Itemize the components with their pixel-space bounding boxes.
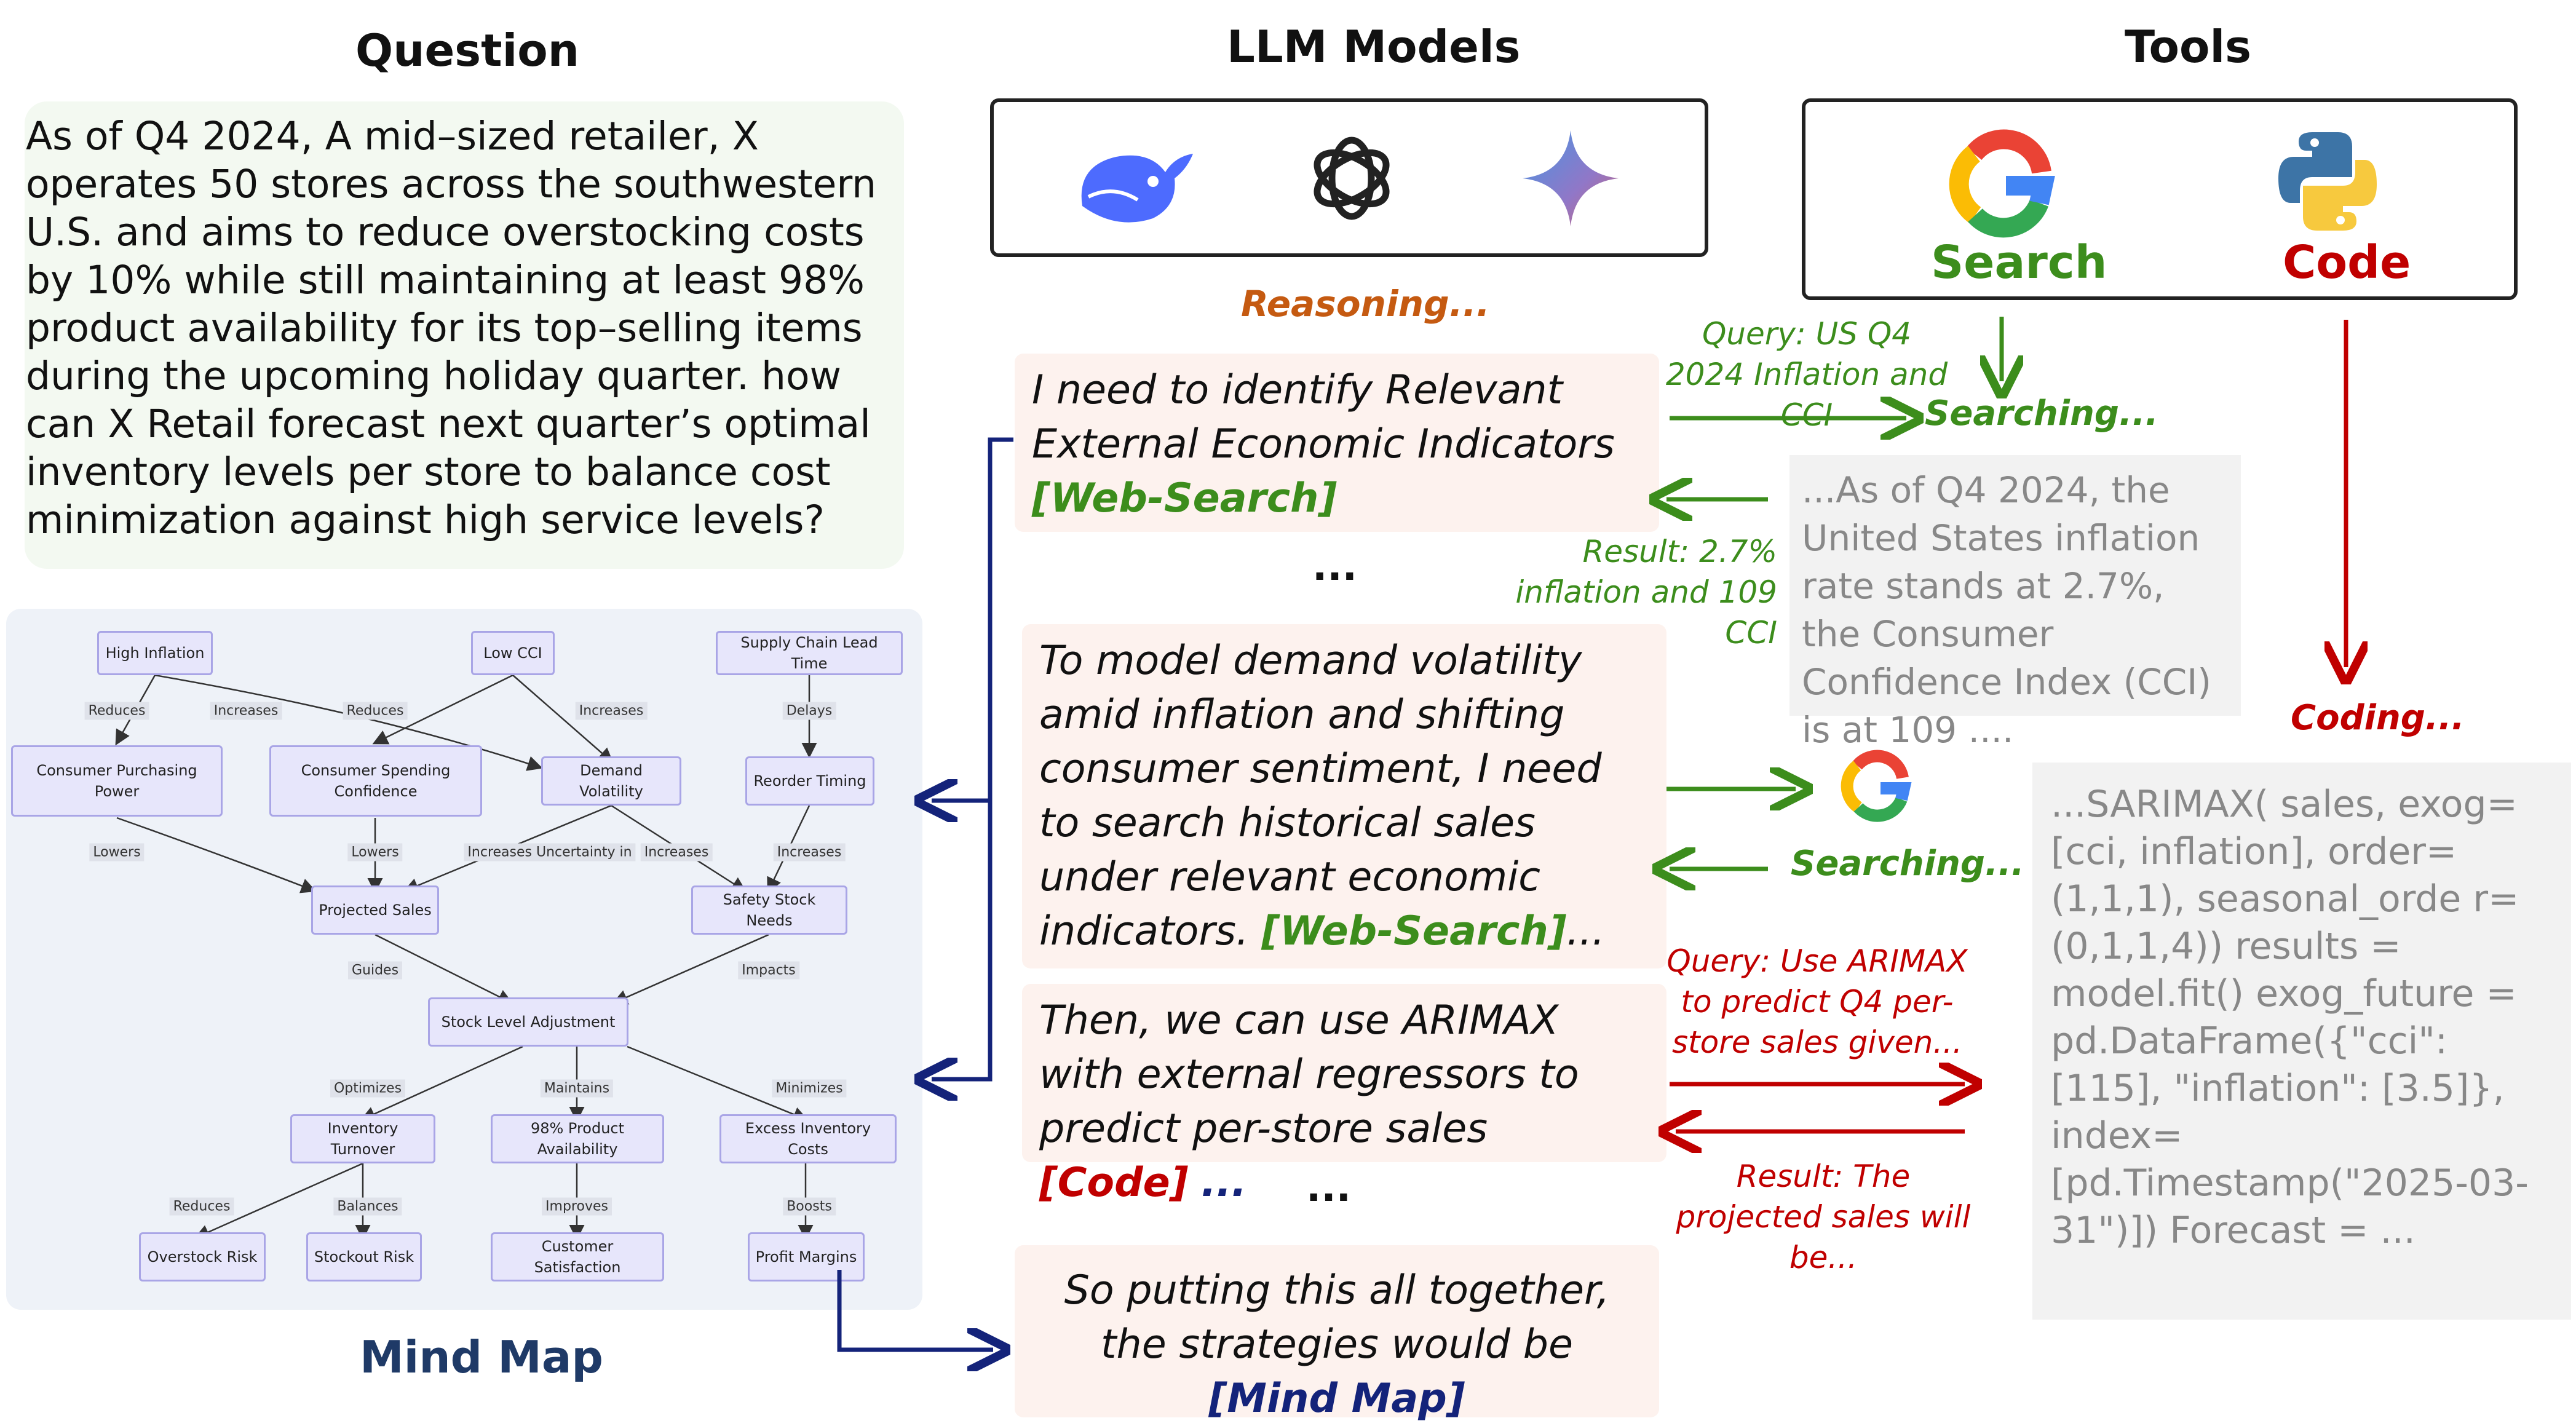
query-2: Query: Use ARIMAX to predict Q4 per-stor… bbox=[1666, 943, 1968, 1060]
python-icon bbox=[2278, 132, 2377, 231]
mm-edge-label: Increases bbox=[640, 843, 713, 862]
mm-node-high-inflation: High Inflation bbox=[97, 631, 213, 675]
mm-edge-label: Delays bbox=[782, 702, 836, 720]
result-1: Result: 2.7% inflation and 109 CCI bbox=[1515, 534, 1777, 651]
step1-text: I need to identify Relevant External Eco… bbox=[1032, 367, 1615, 467]
searching-2: Searching... bbox=[1791, 844, 2024, 884]
google-g-icon-small bbox=[1841, 750, 1912, 822]
google-g-icon bbox=[1949, 129, 2055, 238]
tools-box: Search Code bbox=[1802, 98, 2518, 300]
step3-text: Then, we can use ARIMAX with external re… bbox=[1039, 997, 1579, 1152]
coding-label: Coding... bbox=[2291, 698, 2465, 738]
mm-node-stock-level: Stock Level Adjustment bbox=[428, 997, 628, 1047]
mm-edge-label: Minimizes bbox=[772, 1079, 847, 1098]
llm-models-box bbox=[990, 98, 1708, 257]
question-header: Question bbox=[355, 25, 579, 76]
ellipsis-2: ... bbox=[1306, 1165, 1351, 1211]
reasoning-step-4: So putting this all together, the strate… bbox=[1015, 1245, 1659, 1422]
tool-logos bbox=[1949, 129, 2377, 238]
mm-edge-label: Maintains bbox=[540, 1079, 614, 1098]
llm-logos bbox=[1081, 130, 1619, 226]
code-label: Code bbox=[2283, 236, 2411, 289]
tools-header: Tools bbox=[2125, 21, 2252, 73]
gemini-star-icon bbox=[1523, 130, 1619, 226]
mm-edge-label: Balances bbox=[333, 1197, 402, 1216]
mm-node-consumer-purchasing: Consumer Purchasing Power bbox=[11, 745, 223, 817]
openai-icon bbox=[1314, 137, 1390, 220]
mm-node-demand-volatility: Demand Volatility bbox=[541, 756, 681, 806]
mm-edge-label: Increases bbox=[575, 702, 648, 720]
searching-1: Searching... bbox=[1925, 394, 2158, 434]
mm-edge-label: Increases bbox=[210, 702, 282, 720]
step2-text: To model demand volatility amid inflatio… bbox=[1039, 638, 1602, 954]
step3-suffix: ... bbox=[1201, 1160, 1247, 1206]
step4-text: So putting this all together, the strate… bbox=[1064, 1267, 1610, 1368]
reasoning-label: Reasoning... bbox=[1241, 283, 1490, 325]
reasoning-step-3: Then, we can use ARIMAX with external re… bbox=[1022, 984, 1666, 1206]
mm-edge-label: Impacts bbox=[738, 961, 799, 980]
step2-tag: [Web-Search] bbox=[1261, 908, 1567, 954]
models-header: LLM Models bbox=[1227, 21, 1521, 73]
code-text: ...SARIMAX( sales, exog=[cci, inflation]… bbox=[2051, 783, 2529, 1252]
code-box: ...SARIMAX( sales, exog=[cci, inflation]… bbox=[2032, 763, 2571, 1320]
mindmap-title: Mind Map bbox=[360, 1331, 603, 1383]
deepseek-whale-icon bbox=[1081, 154, 1193, 223]
mm-node-stockout-risk: Stockout Risk bbox=[306, 1232, 422, 1281]
question-text: As of Q4 2024, A mid–sized retailer, X o… bbox=[26, 114, 877, 542]
mm-node-safety-stock: Safety Stock Needs bbox=[691, 885, 847, 935]
search-label: Search bbox=[1931, 236, 2107, 289]
mm-edge-label: Lowers bbox=[89, 843, 145, 862]
search-result-text: ...As of Q4 2024, the United States infl… bbox=[1802, 469, 2212, 751]
ellipsis-1: ... bbox=[1312, 544, 1357, 590]
mm-edge-label: Improves bbox=[542, 1197, 612, 1216]
step4-tag: [Mind Map] bbox=[1208, 1376, 1465, 1422]
mm-node-inventory-turnover: Inventory Turnover bbox=[290, 1114, 435, 1163]
mm-edge-label: Increases Uncertainty in bbox=[464, 843, 636, 862]
query-1: Query: US Q4 2024 Inflation and CCI bbox=[1665, 316, 1948, 433]
mm-edge-label: Lowers bbox=[347, 843, 403, 862]
mm-node-profit-margins: Profit Margins bbox=[748, 1232, 865, 1281]
mm-node-reorder-timing: Reorder Timing bbox=[745, 756, 874, 806]
mm-edge-label: Reduces bbox=[343, 702, 408, 720]
mm-node-customer-satisfaction: Customer Satisfaction bbox=[491, 1232, 664, 1281]
mm-edge-label: Increases bbox=[773, 843, 846, 862]
step2-suffix: ... bbox=[1566, 908, 1605, 954]
mm-edge-label: Guides bbox=[347, 961, 403, 980]
mm-edge-label: Reduces bbox=[84, 702, 149, 720]
mm-node-excess-inventory: Excess Inventory Costs bbox=[719, 1114, 897, 1163]
mm-node-supply-chain: Supply Chain Lead Time bbox=[716, 631, 903, 675]
step1-tag: [Web-Search] bbox=[1032, 475, 1338, 521]
mm-node-low-cci: Low CCI bbox=[471, 631, 555, 675]
reasoning-step-1: I need to identify Relevant External Eco… bbox=[1015, 354, 1659, 532]
mm-node-product-availability: 98% Product Availability bbox=[491, 1114, 664, 1163]
mm-edge-label: Boosts bbox=[783, 1197, 836, 1216]
result-2: Result: The projected sales will be... bbox=[1676, 1159, 1971, 1275]
question-box bbox=[25, 101, 904, 569]
mm-node-projected-sales: Projected Sales bbox=[311, 885, 439, 935]
mindmap-panel: High Inflation Low CCI Supply Chain Lead… bbox=[6, 609, 922, 1310]
reasoning-step-2: To model demand volatility amid inflatio… bbox=[1022, 624, 1666, 968]
mm-edge-label: Optimizes bbox=[330, 1079, 406, 1098]
step3-tag: [Code] bbox=[1039, 1160, 1189, 1206]
mm-edge-label: Reduces bbox=[169, 1197, 234, 1216]
mm-node-consumer-spending: Consumer Spending Confidence bbox=[269, 745, 482, 817]
mm-node-overstock-risk: Overstock Risk bbox=[139, 1232, 266, 1281]
search-result-box: ...As of Q4 2024, the United States infl… bbox=[1789, 455, 2241, 751]
